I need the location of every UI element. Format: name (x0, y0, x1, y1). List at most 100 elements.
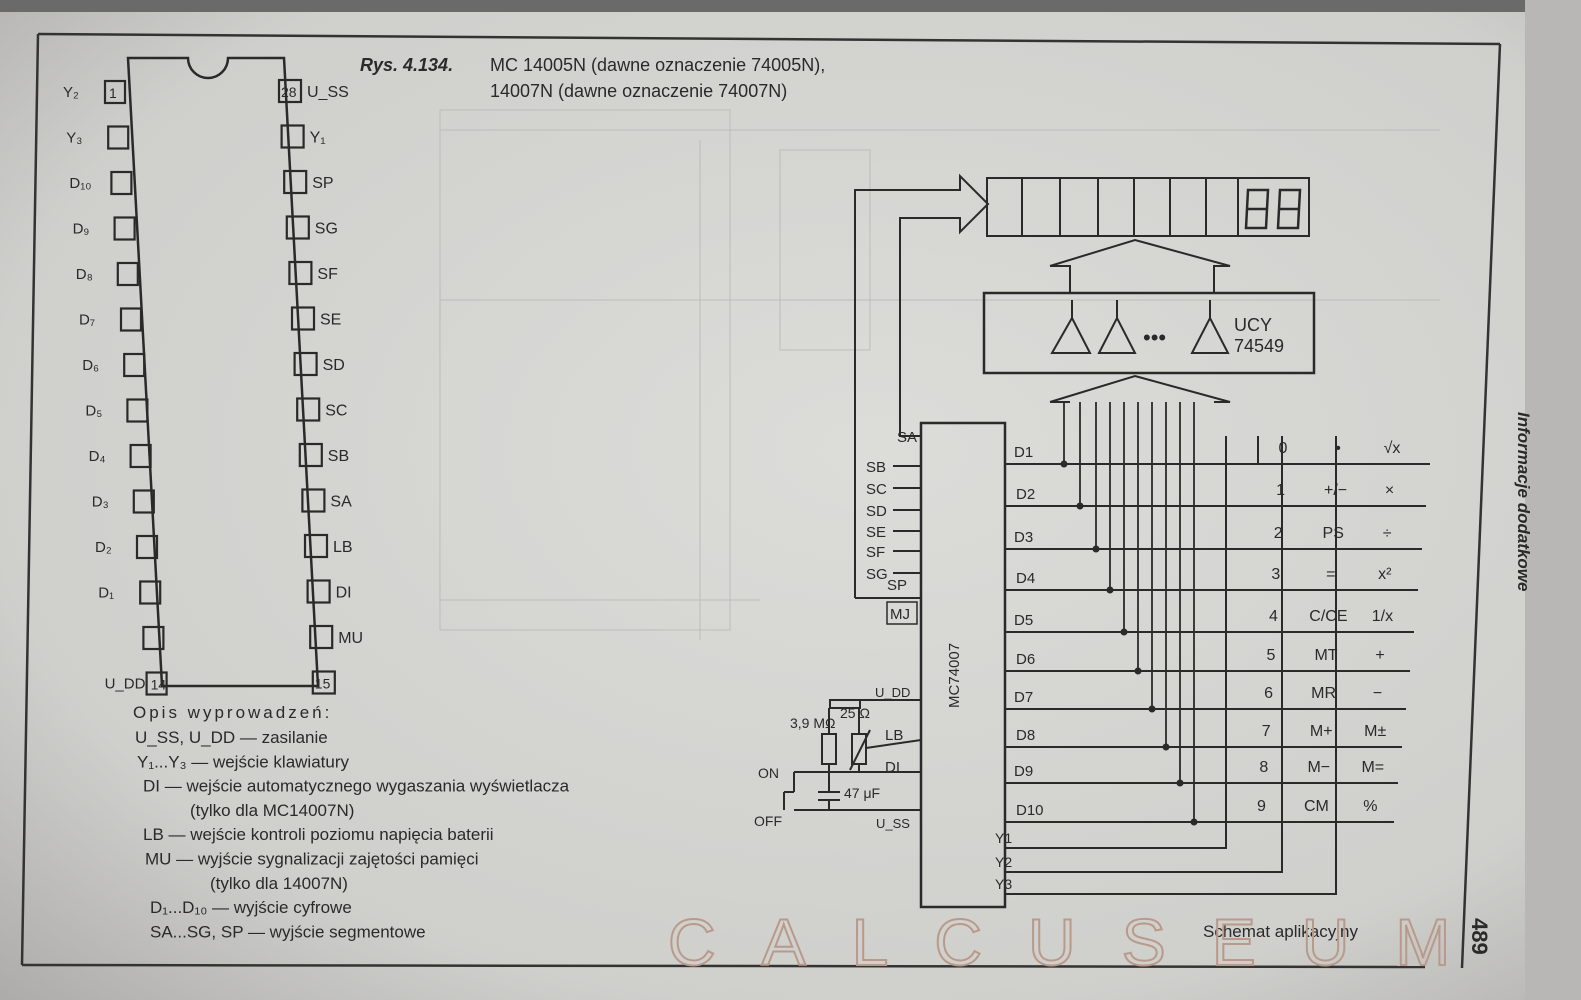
key-input-label: Y3 (995, 876, 1012, 892)
keypad-key-label: M± (1364, 723, 1386, 740)
di-label: DI (885, 759, 900, 776)
figure-number: Rys. 4.134. (360, 55, 453, 75)
page-gutter (1525, 0, 1581, 1000)
keypad-key-label: M= (1361, 759, 1384, 776)
top-shadow (0, 0, 1581, 12)
right-pin-label: Y₁ (310, 130, 326, 147)
digit-output-label: D9 (1014, 763, 1033, 780)
left-pin-label: D₁₀ (69, 175, 91, 192)
keypad-key-label: 0 (1279, 440, 1288, 457)
digit-output-label: D2 (1016, 486, 1035, 503)
page-number: 489 (1467, 918, 1492, 955)
key-input-label: Y2 (995, 854, 1012, 870)
key-input-wire (1005, 436, 1227, 849)
right-pin (309, 624, 334, 650)
left-pin-number: 1 (109, 85, 117, 101)
left-pin (113, 216, 136, 241)
keypad-key-label: +/− (1324, 482, 1347, 499)
key-input-wire (1005, 436, 1337, 895)
switch-off-label: OFF (754, 813, 782, 829)
keypad-key-label: 8 (1259, 759, 1268, 776)
figure-title-line1: MC 14005N (dawne oznaczenie 74005N), (490, 55, 825, 75)
display-panel (986, 177, 1310, 237)
left-pin-label: D₄ (89, 448, 106, 465)
right-pin-label: SF (317, 266, 338, 283)
segment-bus-arrow (854, 173, 990, 598)
left-pin (116, 261, 139, 287)
bus-arrows (1049, 238, 1231, 403)
right-pin-label: DI (336, 585, 352, 602)
digit-output-label: D4 (1016, 570, 1035, 587)
junction-dot (1060, 460, 1068, 468)
keypad-key-label: 9 (1257, 798, 1266, 815)
right-pin-label: MU (338, 630, 363, 647)
digit-output-label: D5 (1014, 612, 1033, 629)
left-pin-label: U_DD (105, 676, 146, 693)
keypad-key-label: M− (1307, 759, 1330, 776)
resistor-2-label: 25 Ω (840, 705, 870, 721)
keypad-key-label: × (1385, 482, 1394, 499)
left-pin-label: D₈ (76, 266, 93, 283)
right-pin (277, 78, 303, 104)
right-pin (296, 397, 321, 422)
keypad-key-label: 2 (1274, 525, 1283, 542)
left-pin-label: D₉ (73, 221, 90, 238)
right-pin (301, 488, 326, 513)
keypad-key-label: 1/x (1372, 608, 1393, 625)
right-pin-label: U_SS (307, 84, 349, 101)
driver-label-2: 74549 (1234, 336, 1284, 356)
junction-dot (1162, 743, 1170, 751)
right-pin (288, 260, 313, 286)
chip-input-label: SG (866, 566, 888, 583)
description-line: U_SS, U_DD — zasilanie (135, 728, 328, 747)
ellipsis: ••• (1143, 325, 1166, 350)
watermark: CALCUSEUM (668, 905, 1496, 979)
right-pin-label: SB (328, 448, 349, 465)
right-pin-number: 15 (315, 676, 331, 692)
left-pin-label: D₅ (85, 403, 102, 420)
description-line: LB — wejście kontroli poziomu napięcia b… (143, 825, 494, 844)
digit-output-label: D3 (1014, 529, 1033, 546)
junction-dot (1076, 502, 1084, 510)
junction-dot (1120, 628, 1128, 636)
resistor-1-label: 3,9 MΩ (790, 715, 835, 731)
right-pin-label: SP (312, 175, 333, 192)
mj-box (886, 601, 918, 625)
right-pin-label: SA (330, 494, 352, 511)
capacitor-label: 47 μF (844, 785, 880, 801)
junction-dot (1134, 667, 1142, 675)
chip-input-label: SA (897, 429, 917, 446)
left-pin (119, 307, 143, 332)
left-pin (123, 352, 146, 378)
right-pin (283, 169, 308, 195)
junction-dot (1092, 545, 1100, 553)
seven-segment-digits (1244, 188, 1302, 230)
keypad-key-label: • (1335, 440, 1341, 457)
bleed-through (439, 109, 1440, 640)
right-pin-label: LB (333, 539, 353, 556)
left-pin (103, 79, 127, 105)
junction-dot (1190, 818, 1198, 826)
keypad-key-label: % (1363, 798, 1377, 815)
keypad-key-label: 3 (1271, 566, 1280, 583)
digit-output-label: D6 (1016, 651, 1035, 668)
page-frame (20, 32, 1502, 969)
chip-input-label: SF (866, 544, 885, 561)
keypad-key-label: 5 (1267, 647, 1276, 664)
keypad-key-label: CM (1304, 798, 1329, 815)
schematic-caption: Schemat aplikacyjny (1203, 922, 1358, 941)
left-pin-label: D₃ (92, 494, 109, 511)
right-pin (306, 579, 331, 604)
right-pin (311, 670, 336, 695)
keypad-key-label: 7 (1262, 723, 1271, 740)
left-pin (110, 170, 133, 196)
digit-output-label: D7 (1014, 689, 1033, 706)
driver-buffers (1050, 300, 1230, 354)
left-pin (142, 625, 165, 651)
